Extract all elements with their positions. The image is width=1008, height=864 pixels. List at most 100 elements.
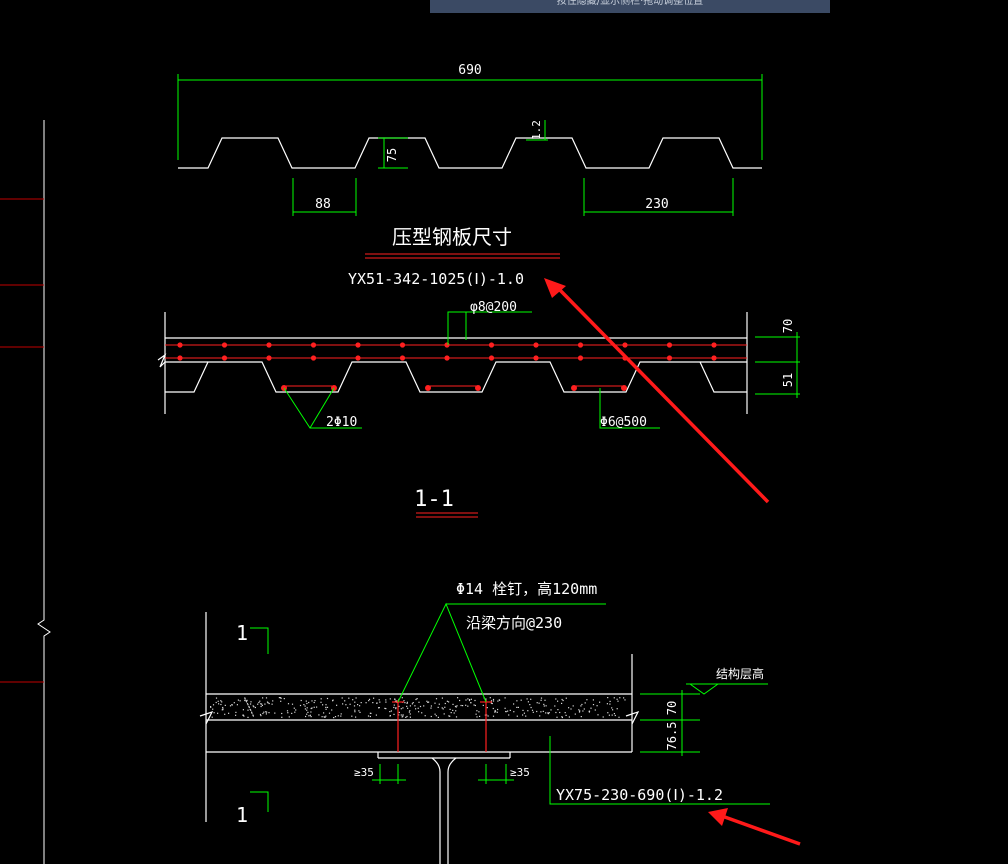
- hatch-speck: [619, 697, 621, 699]
- hatch-speck: [430, 705, 432, 707]
- hatch-speck: [606, 703, 608, 705]
- hatch-speck: [490, 700, 493, 702]
- hatch-speck: [235, 711, 237, 713]
- hatch-speck: [581, 703, 583, 706]
- hatch-speck: [430, 715, 432, 718]
- hatch-speck: [597, 714, 599, 716]
- hatch-speck: [228, 712, 230, 714]
- hatch-speck: [378, 707, 380, 709]
- hatch-speck: [320, 698, 322, 700]
- hatch-speck: [419, 705, 422, 708]
- hatch-speck: [379, 701, 381, 703]
- hatch-speck: [544, 699, 546, 701]
- hatch-speck: [260, 703, 262, 705]
- hatch-speck: [328, 712, 331, 714]
- hatch-speck: [426, 700, 428, 702]
- hatch-speck: [378, 707, 380, 709]
- hatch-speck: [324, 716, 326, 718]
- hatch-speck: [494, 711, 497, 713]
- hatch-speck: [262, 697, 264, 699]
- hatch-speck: [259, 713, 262, 716]
- hatch-speck: [540, 699, 542, 701]
- hatch-speck: [476, 710, 478, 712]
- hatch-speck: [532, 711, 534, 713]
- hatch-speck: [539, 715, 541, 717]
- hatch-speck: [303, 704, 305, 706]
- hatch-speck: [308, 715, 310, 717]
- hatch-speck: [306, 707, 308, 709]
- hatch-speck: [398, 705, 400, 707]
- hatch-speck: [389, 698, 391, 700]
- hatch-speck: [311, 707, 313, 709]
- hatch-speck: [459, 699, 461, 702]
- hatch-speck: [449, 715, 451, 717]
- hatch-speck: [322, 704, 324, 706]
- rebar-dot: [533, 355, 539, 361]
- hatch-speck: [210, 706, 212, 708]
- hatch-speck: [384, 707, 386, 709]
- hatch-speck: [538, 702, 540, 704]
- hatch-speck: [561, 716, 563, 718]
- hatch-speck: [357, 704, 359, 706]
- deck-profile: [178, 137, 762, 169]
- hatch-speck: [590, 707, 592, 709]
- hatch-speck: [250, 701, 252, 703]
- hatch-speck: [305, 715, 307, 718]
- hatch-speck: [325, 715, 327, 717]
- hatch-speck: [492, 700, 495, 702]
- hatch-speck: [599, 701, 601, 703]
- hatch-speck: [568, 716, 570, 718]
- hatch-speck: [460, 704, 462, 707]
- hatch-speck: [565, 697, 567, 699]
- hatch-speck: [406, 701, 408, 703]
- dim-slab-70: 70: [665, 701, 679, 715]
- hatch-speck: [372, 702, 374, 704]
- hatch-speck: [449, 708, 451, 710]
- profile-title: 压型钢板尺寸: [392, 225, 512, 249]
- hatch-speck: [401, 697, 403, 699]
- hatch-speck: [434, 702, 436, 704]
- detail-outline: [199, 612, 640, 864]
- hatch-speck: [306, 713, 308, 715]
- hatch-speck: [246, 699, 248, 701]
- rebar-dot: [399, 355, 406, 361]
- annotation-arrow-lower: [708, 808, 801, 846]
- hatch-speck: [333, 717, 335, 719]
- rebar-dot: [444, 355, 450, 361]
- hatch-speck: [378, 699, 380, 701]
- hatch-speck: [437, 706, 439, 708]
- hatch-speck: [616, 708, 618, 710]
- hatch-speck: [523, 712, 525, 714]
- hatch-speck: [353, 705, 356, 707]
- hatch-speck: [592, 699, 594, 701]
- hatch-speck: [268, 702, 270, 705]
- hatch-speck: [280, 697, 282, 699]
- hatch-speck: [468, 699, 471, 702]
- hatch-speck: [430, 707, 432, 709]
- drag-hint-banner[interactable]: 按住隐藏/显示侧栏·拖动调整位置: [430, 0, 830, 13]
- hatch-speck: [220, 700, 222, 702]
- hatch-speck: [248, 705, 250, 708]
- hatch-speck: [467, 698, 469, 700]
- hatch-speck: [453, 712, 455, 714]
- hatch-speck: [337, 715, 339, 717]
- hatch-speck: [448, 701, 450, 703]
- hatch-speck: [406, 715, 408, 718]
- hatch-speck: [536, 710, 538, 713]
- hatch-speck: [242, 709, 244, 711]
- hatch-speck: [265, 711, 267, 713]
- hatch-speck: [215, 701, 217, 704]
- hatch-speck: [359, 711, 361, 713]
- hatch-speck: [550, 709, 552, 711]
- hatch-speck: [543, 705, 545, 707]
- hatch-speck: [393, 713, 395, 715]
- hatch-speck: [555, 711, 557, 714]
- hatch-speck: [611, 707, 613, 709]
- section-title-underline: [416, 512, 478, 518]
- hatch-speck: [326, 706, 329, 708]
- hatch-speck: [258, 701, 260, 704]
- hatch-speck: [492, 698, 495, 701]
- hatch-speck: [323, 712, 325, 714]
- hatch-speck: [271, 703, 273, 705]
